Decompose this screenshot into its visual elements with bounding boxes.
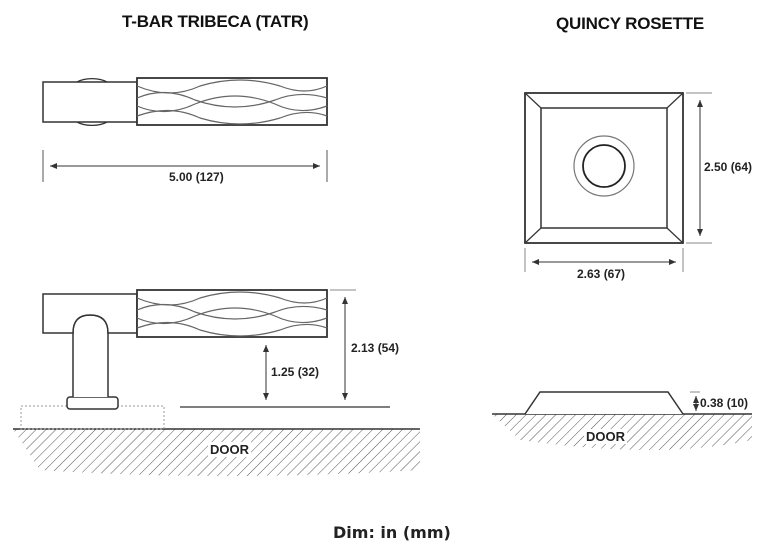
units-footer: Dim: in (mm) bbox=[333, 523, 451, 542]
rosette-title: QUINCY ROSETTE bbox=[556, 14, 705, 33]
rosette-height-label: 2.50 (64) bbox=[704, 160, 753, 174]
tbar-projection-label: 2.13 (54) bbox=[351, 341, 400, 355]
tbar-clearance-label: 1.25 (32) bbox=[271, 365, 320, 379]
tbar-side-view bbox=[42, 289, 328, 410]
rosette-side-view bbox=[524, 391, 700, 415]
rosette-front-view bbox=[524, 92, 684, 244]
tbar-title: T-BAR TRIBECA (TATR) bbox=[122, 12, 309, 31]
tbar-length-dimension bbox=[42, 150, 328, 182]
door-label-right: DOOR bbox=[584, 429, 627, 444]
door-label-left: DOOR bbox=[208, 442, 251, 457]
rosette-thickness-label: 0.38 (10) bbox=[700, 396, 749, 410]
rosette-dimensions bbox=[524, 92, 712, 272]
tbar-top-view bbox=[42, 77, 328, 127]
tbar-side-dimensions bbox=[180, 289, 390, 408]
rosette-width-label: 2.63 (67) bbox=[577, 267, 626, 281]
tbar-length-label: 5.00 (127) bbox=[169, 170, 224, 184]
door-left-hatch bbox=[13, 405, 420, 476]
